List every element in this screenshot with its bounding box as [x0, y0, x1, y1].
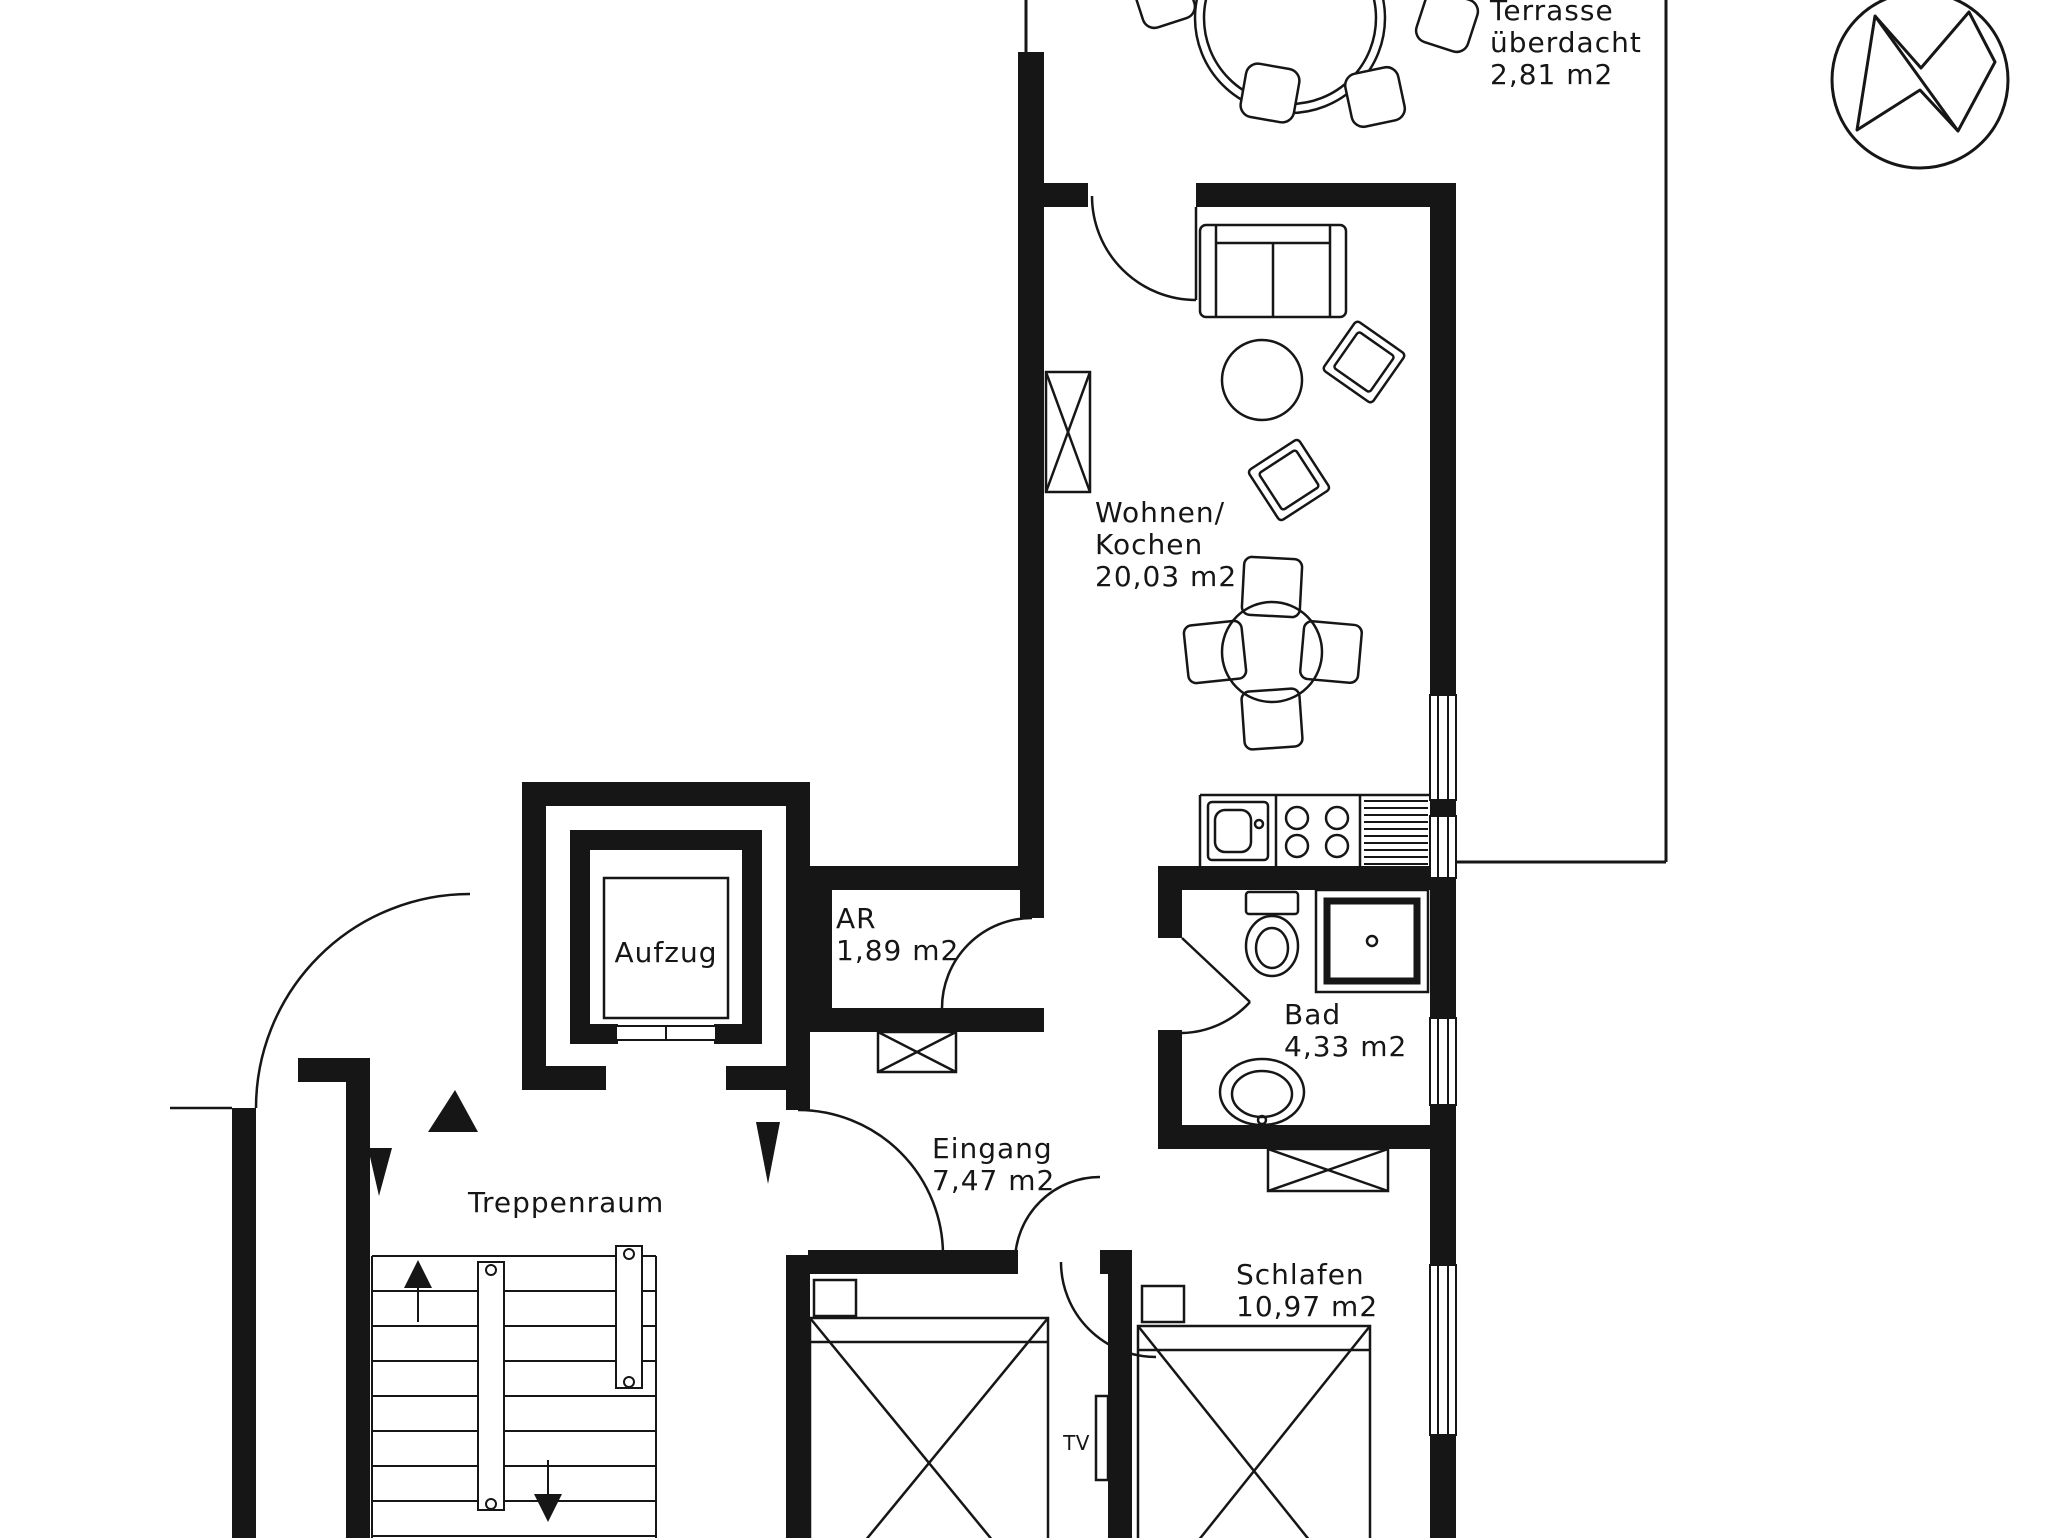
windows: [1429, 694, 1457, 1436]
living-room-furniture: [1044, 223, 1406, 751]
armchair: [1247, 438, 1331, 522]
cabinet: [1044, 370, 1092, 494]
kitchen-counter: [1198, 793, 1430, 866]
bedrooms: [808, 1278, 1372, 1538]
label-wohnen-name: Wohnen/: [1095, 496, 1225, 529]
door-bath: [1181, 937, 1251, 1035]
armchair: [1322, 320, 1406, 404]
kitchen-appliance: [1364, 800, 1428, 865]
terrace-chair: [1131, 0, 1197, 30]
toilet: [1244, 890, 1300, 978]
dining-chair: [1240, 555, 1304, 619]
label-eingang-name: Eingang: [932, 1132, 1053, 1165]
room-labels: Terrasse überdacht 2,81 m2 Wohnen/ Koche…: [467, 0, 1642, 1455]
dining-table: [1220, 600, 1324, 704]
label-tv: TV: [1062, 1431, 1090, 1455]
bed-left: [808, 1278, 1050, 1538]
logo-circle: [1830, 0, 2010, 170]
stair-steps: [372, 1255, 656, 1537]
terrace-dining-set: [1131, 0, 1480, 129]
dining-chair: [1298, 619, 1364, 685]
cooktop: [1284, 805, 1350, 859]
label-terrasse-name: Terrasse: [1489, 0, 1614, 27]
radiator-hall: [876, 1030, 958, 1074]
label-schlafen-area: 10,97 m2: [1236, 1290, 1378, 1323]
logo-monogram: [1855, 10, 1997, 133]
stair-direction-up-arrow: [404, 1260, 432, 1322]
label-terrasse-name2: überdacht: [1490, 26, 1642, 59]
label-bad-area: 4,33 m2: [1284, 1030, 1407, 1063]
window-bedroom: [1429, 1264, 1457, 1436]
washbasin: [1218, 1057, 1306, 1127]
elevator-cabin: [602, 876, 730, 1020]
label-schlafen-name: Schlafen: [1236, 1258, 1365, 1291]
walls: [232, 52, 1456, 1538]
stairs: [371, 1245, 657, 1538]
dining-chair: [1182, 619, 1248, 685]
doors: [170, 195, 1251, 1359]
label-aufzug: Aufzug: [615, 936, 718, 969]
label-ar-name: AR: [836, 902, 877, 935]
radiator-bath: [1266, 1147, 1390, 1193]
terrace-chair: [1414, 0, 1480, 54]
label-wohnen-area: 20,03 m2: [1095, 560, 1237, 593]
pillow: [812, 1278, 858, 1318]
shower: [1314, 888, 1430, 994]
sofa: [1198, 223, 1348, 319]
dining-chair: [1240, 687, 1304, 751]
elevator-door: [615, 1025, 717, 1041]
elevator: [602, 876, 730, 1041]
architect-logo: [1830, 0, 2010, 170]
door-storage: [940, 916, 1033, 1009]
terrace-outline: [1024, 0, 1668, 864]
label-treppenraum: Treppenraum: [467, 1186, 664, 1219]
door-stairwell-hall: [756, 1108, 945, 1256]
terrace-chair: [1343, 65, 1407, 129]
terrace-chair: [1239, 62, 1301, 124]
stair-handrail: [477, 1261, 505, 1511]
window-kitchen: [1429, 815, 1457, 879]
door-building-entrance: [170, 892, 478, 1196]
window-living: [1429, 694, 1457, 801]
bed-right: [1136, 1284, 1372, 1538]
pillow: [1140, 1284, 1186, 1324]
kitchen-sink: [1206, 800, 1270, 862]
stair-handrail: [615, 1245, 643, 1389]
window-bath: [1429, 1017, 1457, 1106]
stair-direction-down-arrow: [534, 1460, 562, 1522]
label-ar-area: 1,89 m2: [836, 934, 959, 967]
bathroom-fixtures: [1218, 888, 1430, 1193]
door-bedroom: [1059, 1261, 1157, 1359]
label-eingang-area: 7,47 m2: [932, 1164, 1055, 1197]
door-hall-bedroom-left: [1013, 1175, 1101, 1263]
coffee-table: [1220, 338, 1304, 422]
door-terrace-living: [1090, 195, 1198, 302]
label-bad-name: Bad: [1284, 998, 1341, 1031]
tv-unit: [1094, 1394, 1110, 1482]
label-terrasse-area: 2,81 m2: [1490, 58, 1613, 91]
label-wohnen-name2: Kochen: [1095, 528, 1203, 561]
